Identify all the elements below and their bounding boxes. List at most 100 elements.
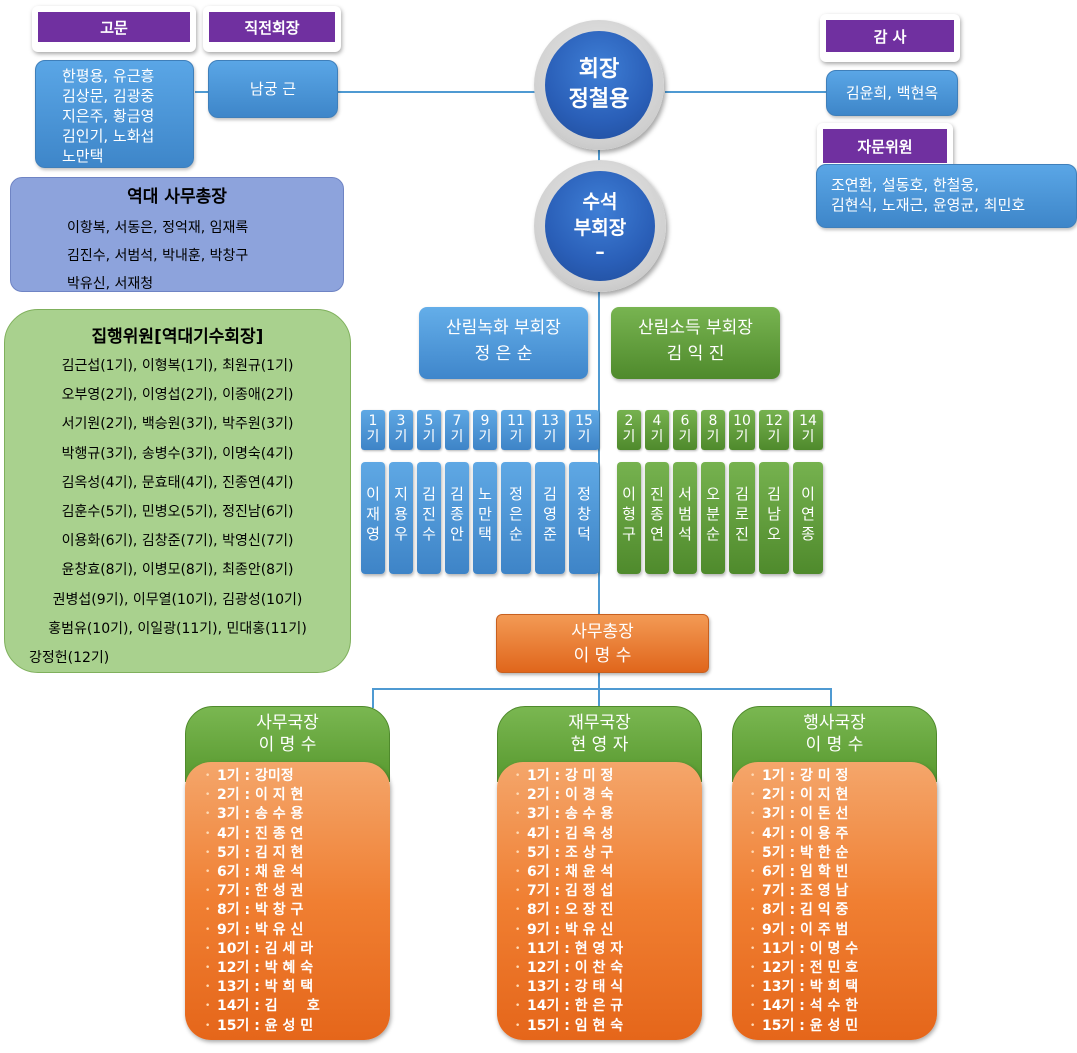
- connector-sg-down: [598, 673, 600, 690]
- bureau-member-text: 6기 : 채 윤 석: [217, 864, 304, 881]
- generation-label-char: 4: [652, 413, 662, 429]
- generation-label-char: 7: [452, 413, 462, 429]
- bullet-icon: •: [205, 809, 211, 820]
- executive-member-line: 오부영(2기), 이영섭(2기), 이종애(2기): [61, 387, 294, 404]
- vice-chair-member-name-char: 정: [509, 485, 523, 503]
- bureau-member-text: 9기 : 이 주 범: [762, 921, 849, 938]
- bullet-icon: •: [205, 943, 211, 954]
- secretary-general-box: 사무총장 이 명 수: [496, 614, 709, 673]
- vice-chair-member-name-char: 연: [801, 505, 815, 523]
- former-chair-label: 직전회장: [209, 12, 335, 42]
- vice-chair-member-name-char: 종: [450, 505, 464, 523]
- bureau-member-list: •1기 : 강 미 정•2기 : 이 경 숙•3기 : 송 수 용•4기 : 김…: [497, 762, 702, 1040]
- generation-label-char: 기: [478, 429, 492, 445]
- vice-chair-forest-greening-title: 산림녹화 부회장: [446, 318, 561, 338]
- former-chair-box: 남궁 근: [208, 60, 338, 118]
- bullet-icon: •: [205, 886, 211, 897]
- bureau-member-item: •4기 : 이 용 주: [750, 825, 937, 844]
- vice-chair-member-name-char: 로: [735, 505, 749, 523]
- advisor-box: 한평용, 유근흥 김상문, 김광중 지은주, 황금영 김인기, 노화섭 노만택: [35, 60, 194, 168]
- bureau-member-item: • 3기 : 이 돈 선: [750, 805, 937, 824]
- connector-advisor-chair: [195, 91, 535, 93]
- bullet-icon: •: [750, 809, 756, 820]
- bullet-icon: •: [515, 809, 521, 820]
- senior-vice-line: 수석: [582, 191, 618, 213]
- bureau-member-item: •5기 : 김 지 현: [205, 844, 390, 863]
- bullet-icon: •: [515, 982, 521, 993]
- vice-chair-member-name-char: 창: [577, 505, 591, 523]
- bureau-member-item: •1기 : 강미정: [205, 767, 390, 786]
- vice-chair-member-name-char: 택: [478, 525, 492, 543]
- bullet-icon: •: [205, 982, 211, 993]
- bullet-icon: •: [205, 771, 211, 781]
- bureau-member-item: •12기 : 박 혜 숙: [205, 959, 390, 978]
- bureau-member-item: •2기 : 이 지 현: [750, 786, 937, 805]
- bureau-member-text: 2기 : 이 지 현: [217, 787, 304, 804]
- vice-chair-member-name-char: 우: [394, 525, 408, 543]
- bureau-member-item: •15기 : 윤 성 민: [205, 1017, 390, 1036]
- bureau-member-item: •8기 : 박 창 구: [205, 901, 390, 920]
- generation-label-char: 3: [396, 413, 406, 429]
- bullet-icon: •: [515, 828, 521, 839]
- generation-label-char: 2: [624, 413, 634, 429]
- vice-chair-member-name-char: 정: [577, 485, 591, 503]
- former-chair-tag-frame: 직전회장: [203, 6, 341, 52]
- vice-chair-member-name-char: 종: [801, 525, 815, 543]
- bureau-member-item: •14기 : 석 수 한: [750, 997, 937, 1016]
- vice-chair-member-name-char: 구: [622, 525, 636, 543]
- executive-member-line: 김옥성(4기), 문효태(4기), 진종연(4기): [61, 474, 294, 491]
- bullet-icon: •: [515, 847, 521, 858]
- secretary-general-title: 사무총장: [571, 622, 634, 642]
- bureau-member-text: 13기 : 박 희 택: [217, 979, 314, 996]
- vice-chair-member-name-char: 김: [450, 485, 464, 503]
- past-secretary-general-line: 이항복, 서동은, 정억재, 임재록: [67, 220, 249, 236]
- counsel-name-line: 조연환, 설동호, 한철웅,: [831, 176, 980, 194]
- bullet-icon: •: [515, 790, 521, 801]
- bullet-icon: •: [205, 1020, 211, 1031]
- executive-member-line: 강정헌(12기): [29, 650, 110, 667]
- vice-chair-member-name-char: 수: [422, 525, 436, 543]
- generation-label-char: 15: [575, 413, 593, 429]
- vice-chair-member-name-char: 지: [394, 485, 408, 503]
- bureau-member-item: •5기 : 조 상 구: [515, 844, 702, 863]
- bureau-member-text: 12기 : 이 찬 숙: [527, 960, 624, 977]
- generation-label-char: 기: [394, 429, 408, 445]
- bullet-icon: •: [750, 1020, 756, 1031]
- bullet-icon: •: [750, 790, 756, 801]
- senior-vice-line: –: [595, 241, 605, 263]
- generation-label-char: 8: [708, 413, 718, 429]
- vice-chair-member-name-char: 진: [422, 505, 436, 523]
- bureau-member-item: •10기 : 김 세 라: [205, 940, 390, 959]
- bureau-member-list: •1기 : 강미정•2기 : 이 지 현•3기 : 송 수 용•4기 : 진 종…: [185, 762, 390, 1040]
- vice-chair-member-name-char: 만: [478, 505, 492, 523]
- advisor-name-line: 김인기, 노화섭: [62, 127, 155, 145]
- bullet-icon: •: [515, 771, 521, 781]
- bullet-icon: •: [515, 867, 521, 878]
- executive-committee-title: 집행위원[역대기수회장]: [91, 327, 264, 347]
- vice-chair-member-name-char: 진: [650, 485, 664, 503]
- bullet-icon: •: [515, 1001, 521, 1012]
- bureau-member-text: 9기 : 박 유 신: [217, 921, 304, 938]
- bureau-name: 이 명 수: [805, 735, 864, 755]
- bureau-member-text: 6기 : 임 학 빈: [762, 864, 849, 881]
- vice-chair-member-name-char: 석: [678, 525, 692, 543]
- connector-bureau-mid: [598, 688, 600, 708]
- bureau-member-text: 3기 : 이 돈 선: [762, 806, 849, 823]
- advisor-name-line: 지은주, 황금영: [62, 107, 155, 125]
- auditor-names: 김윤희, 백현옥: [845, 84, 939, 102]
- bureau-member-item: •2기 : 이 경 숙: [515, 786, 702, 805]
- bureau-member-text: 9기 : 박 유 신: [527, 921, 614, 938]
- past-secretary-general-line: 김진수, 서범석, 박내훈, 박창구: [67, 248, 249, 264]
- bureau-member-item: •15기 : 윤 성 민: [750, 1017, 937, 1036]
- vice-chair-forest-greening: 산림녹화 부회장 정 은 순: [419, 307, 588, 379]
- vice-chair-forest-income-name: 김 익 진: [666, 344, 725, 364]
- secretary-general-name: 이 명 수: [573, 646, 632, 666]
- bureau-member-item: •14기 : 한 은 규: [515, 997, 702, 1016]
- bureau-title: 사무국장: [256, 713, 319, 733]
- bureau-member-text: 11기 : 이 명 수: [762, 940, 859, 957]
